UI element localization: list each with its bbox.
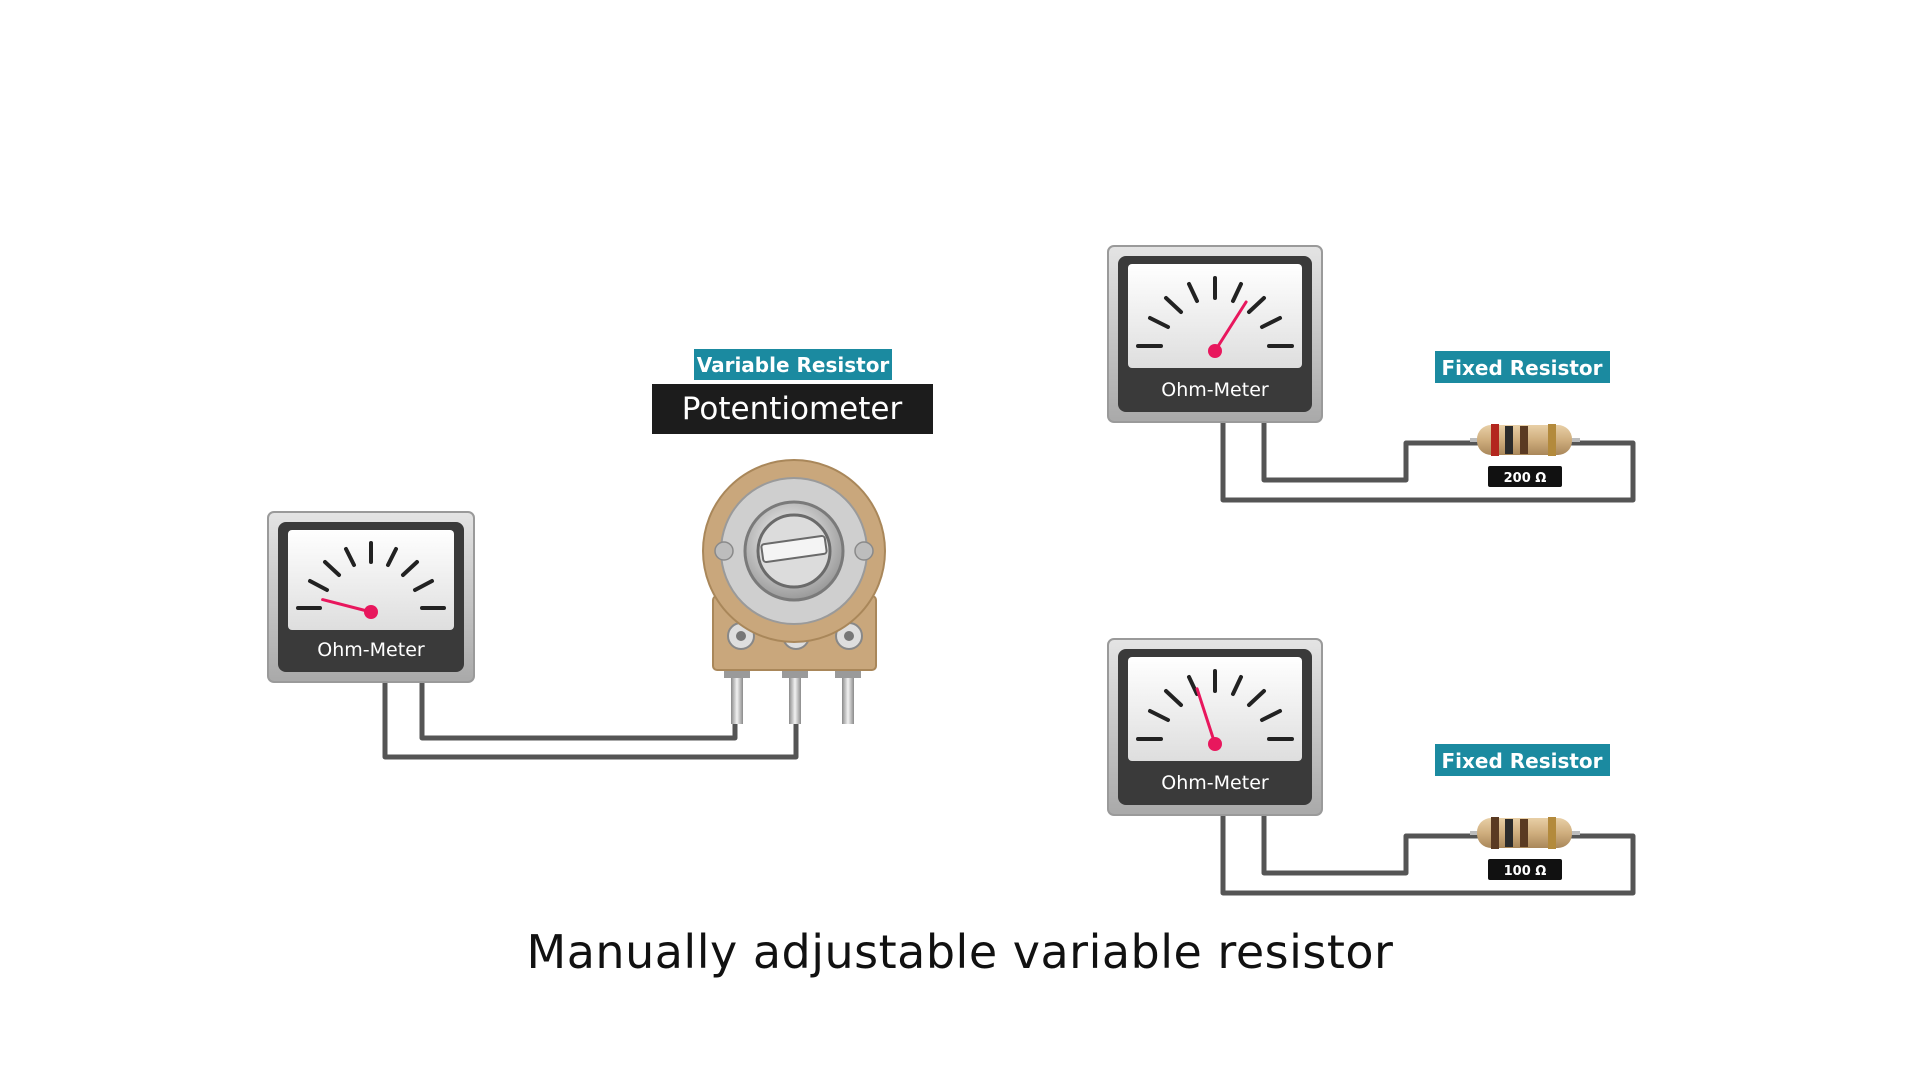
fixed-resistor-circuit-2: Ohm-Meter Fixed Resistor 100 Ω (1107, 638, 1636, 896)
meter-needle (1195, 687, 1217, 746)
fixed-1-wires (1220, 422, 1636, 503)
ohm-meter-label: Ohm-Meter (1161, 379, 1269, 401)
potentiometer-component (702, 459, 886, 724)
ohm-meter-label: Ohm-Meter (1161, 772, 1269, 794)
pot-wires (382, 680, 799, 760)
needle-pivot (364, 605, 378, 619)
wire-fixed-1-outer (1220, 422, 1636, 503)
potentiometer-knob-slot (760, 535, 828, 563)
variable-resistor-tag-text: Variable Resistor (697, 353, 890, 377)
fixed-resistor-1-tag-text: Fixed Resistor (1441, 356, 1602, 380)
ohm-meter-fixed-2: Ohm-Meter (1107, 638, 1323, 816)
needle-pivot (1208, 344, 1222, 358)
fixed-resistor-2-tag-text: Fixed Resistor (1441, 749, 1602, 773)
variable-resistor-tag: Variable Resistor (694, 349, 892, 380)
fixed-resistor-2-tag: Fixed Resistor (1435, 744, 1610, 776)
resistor-100-ohm (1477, 817, 1572, 849)
fixed-resistor-1-tag: Fixed Resistor (1435, 351, 1610, 383)
potentiometer-pins (724, 664, 861, 724)
fixed-resistor-circuit-1: Ohm-Meter Fixed Resistor 200 Ω (1107, 245, 1636, 503)
variable-resistor-circuit: Ohm-Meter Variable Resistor Potentiomete… (267, 349, 933, 760)
ohm-meter-fixed-1: Ohm-Meter (1107, 245, 1323, 423)
diagram-caption: Manually adjustable variable resistor (526, 925, 1394, 979)
resistor-value-badge-1: 200 Ω (1488, 466, 1562, 487)
wire-fixed-2-inner (1261, 815, 1478, 876)
potentiometer-title: Potentiometer (652, 384, 933, 434)
meter-needle (321, 598, 373, 614)
meter-needle (1213, 300, 1248, 353)
ohm-meter-variable: Ohm-Meter (267, 511, 475, 683)
potentiometer-title-text: Potentiometer (682, 391, 903, 427)
resistor-value-badge-2: 100 Ω (1488, 859, 1562, 880)
meter-scale-ticks (1136, 669, 1294, 741)
wire-meter-to-pot-left (419, 680, 738, 741)
wire-meter-to-pot-middle (382, 680, 799, 760)
resistor-200-ohm (1477, 424, 1572, 456)
resistor-value-label: 200 Ω (1504, 471, 1547, 486)
needle-pivot (1208, 737, 1222, 751)
ohm-meter-label: Ohm-Meter (317, 639, 425, 661)
wire-fixed-2-outer (1220, 815, 1636, 896)
meter-scale-ticks (296, 541, 446, 610)
fixed-2-wires (1220, 815, 1636, 896)
meter-scale-ticks (1136, 276, 1294, 348)
resistor-value-label: 100 Ω (1504, 864, 1547, 879)
wire-fixed-1-inner (1261, 422, 1478, 483)
